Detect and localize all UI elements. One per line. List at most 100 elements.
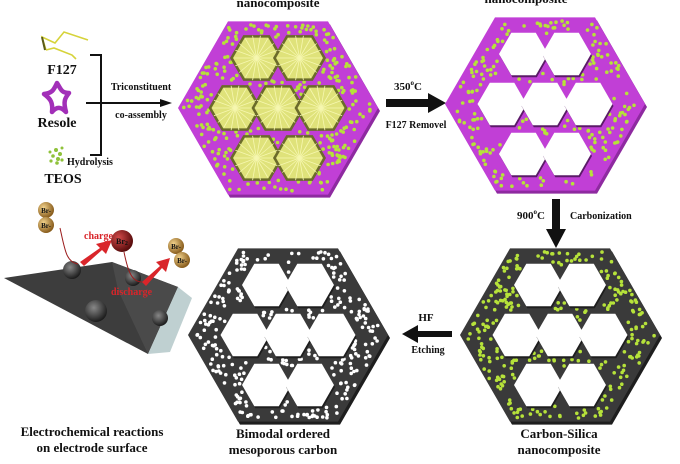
nanoparticle-dot xyxy=(598,130,602,135)
caption-bimodal-1: Bimodal ordered xyxy=(236,426,331,441)
nanoparticle-dot xyxy=(485,68,490,72)
nanoparticle-dot xyxy=(354,99,358,103)
nanoparticle-dot xyxy=(348,299,353,303)
nanoparticle-dot xyxy=(492,307,497,312)
nanoparticle-dot xyxy=(562,23,566,28)
nanoparticle-dot xyxy=(472,118,477,122)
nanoparticle-dot xyxy=(242,267,247,272)
nanoparticle-dot xyxy=(342,289,347,293)
nanoparticle-dot xyxy=(495,288,500,293)
mesopore xyxy=(514,363,563,407)
nanoparticle-dot xyxy=(221,296,225,301)
nanoparticle-dot xyxy=(605,276,610,281)
nanoparticle-dot xyxy=(590,22,594,27)
nanoparticle-dot xyxy=(235,400,239,405)
nanoparticle-dot xyxy=(495,356,500,361)
nanoparticle-dot xyxy=(342,305,347,310)
mesopore xyxy=(242,363,291,407)
nanoparticle-dot xyxy=(462,121,467,125)
nanoparticle-dot xyxy=(481,58,486,63)
nanoparticle-dot xyxy=(321,257,326,261)
nanoparticle-dot xyxy=(209,300,213,305)
nanoparticle-dot xyxy=(486,299,491,303)
label-350c: 350oC xyxy=(394,79,422,93)
nanoparticle-dot xyxy=(262,186,266,190)
nanoparticle-dot xyxy=(330,66,335,70)
nanoparticle-dot xyxy=(235,296,240,301)
nanoparticle-dot xyxy=(282,361,287,366)
nanoparticle-dot xyxy=(341,130,346,134)
nanoparticle-dot xyxy=(334,254,339,259)
nanoparticle-dot xyxy=(524,117,529,122)
nanoparticle-dot xyxy=(481,346,486,351)
nanoparticle-dot xyxy=(610,126,615,130)
nanoparticle-dot xyxy=(482,367,487,371)
nanoparticle-dot xyxy=(227,271,232,276)
nanoparticle-dot xyxy=(541,71,545,76)
nanoparticle-dot xyxy=(616,67,620,71)
nanoparticle-dot xyxy=(356,354,361,358)
nanoparticle-dot xyxy=(222,41,226,45)
nanoparticle-dot xyxy=(287,30,291,35)
br-ion-label: Br- xyxy=(41,222,52,230)
nanoparticle-dot xyxy=(608,387,613,392)
nanoparticle-dot xyxy=(565,118,570,123)
nanoparticle-dot xyxy=(613,117,618,121)
nanoparticle-dot xyxy=(581,413,586,418)
nanoparticle-dot xyxy=(245,257,249,261)
label-carbonization: Carbonization xyxy=(570,211,632,222)
nanoparticle-dot xyxy=(222,381,227,385)
nanoparticle-dot xyxy=(224,150,228,155)
nanoparticle-dot xyxy=(198,320,203,325)
nanoparticle-dot xyxy=(512,358,516,363)
nanoparticle-dot xyxy=(333,360,338,365)
nanoparticle-dot xyxy=(208,320,212,325)
label-hf: HF xyxy=(418,312,434,324)
nanoparticle-dot xyxy=(604,269,609,273)
caption-carbon-silica-2: nanocomposite xyxy=(517,442,600,457)
nanoparticle-dot xyxy=(478,82,483,87)
nanoparticle-dot xyxy=(612,96,616,101)
nanoparticle-dot xyxy=(611,301,616,305)
nanoparticle-dot xyxy=(195,124,199,128)
nanoparticle-dot xyxy=(507,398,512,402)
nanoparticle-dot xyxy=(629,327,634,332)
nanoparticle-dot xyxy=(239,293,243,298)
nanoparticle-dot xyxy=(302,80,306,84)
nanoparticle-dot xyxy=(472,112,477,116)
nanoparticle-dot xyxy=(261,313,266,318)
nanoparticle-dot xyxy=(335,160,340,165)
nanoparticle-dot xyxy=(299,92,303,97)
nanoparticle-dot xyxy=(329,138,334,143)
nanoparticle-dot xyxy=(296,412,300,417)
nanoparticle-dot xyxy=(349,356,354,360)
nanoparticle-dot xyxy=(457,119,462,124)
nanoparticle-dot xyxy=(543,131,547,135)
nanoparticle-dot xyxy=(255,258,260,262)
nanoparticle-dot xyxy=(195,87,199,91)
mesopore xyxy=(242,263,291,307)
nanoparticle-dot xyxy=(307,352,311,356)
nanoparticle-dot xyxy=(214,346,219,351)
nanoparticle-dot xyxy=(213,136,218,141)
nanoparticle-dot xyxy=(246,182,250,186)
nanoparticle-dot xyxy=(518,407,523,412)
nanoparticle-dot xyxy=(474,69,479,74)
nanoparticle-dot xyxy=(587,359,591,364)
nanoparticle-dot xyxy=(335,411,339,415)
nanoparticle-dot xyxy=(222,279,226,283)
nanoparticle-dot xyxy=(331,58,336,63)
nanoparticle-dot xyxy=(266,253,271,257)
nanoparticle-dot xyxy=(583,411,588,415)
nanoparticle-dot xyxy=(593,414,598,418)
nanoparticle-dot xyxy=(351,102,355,107)
nanoparticle-dot xyxy=(243,262,247,267)
mesopore xyxy=(477,82,527,126)
nanoparticle-dot xyxy=(470,135,474,140)
nanoparticle-dot xyxy=(330,133,334,137)
nanoparticle-dot xyxy=(290,363,295,368)
nanoparticle-dot xyxy=(471,322,475,327)
nanoparticle-dot xyxy=(307,181,312,185)
nanoparticle-dot xyxy=(274,35,278,39)
nanoparticle-dot xyxy=(594,66,599,71)
